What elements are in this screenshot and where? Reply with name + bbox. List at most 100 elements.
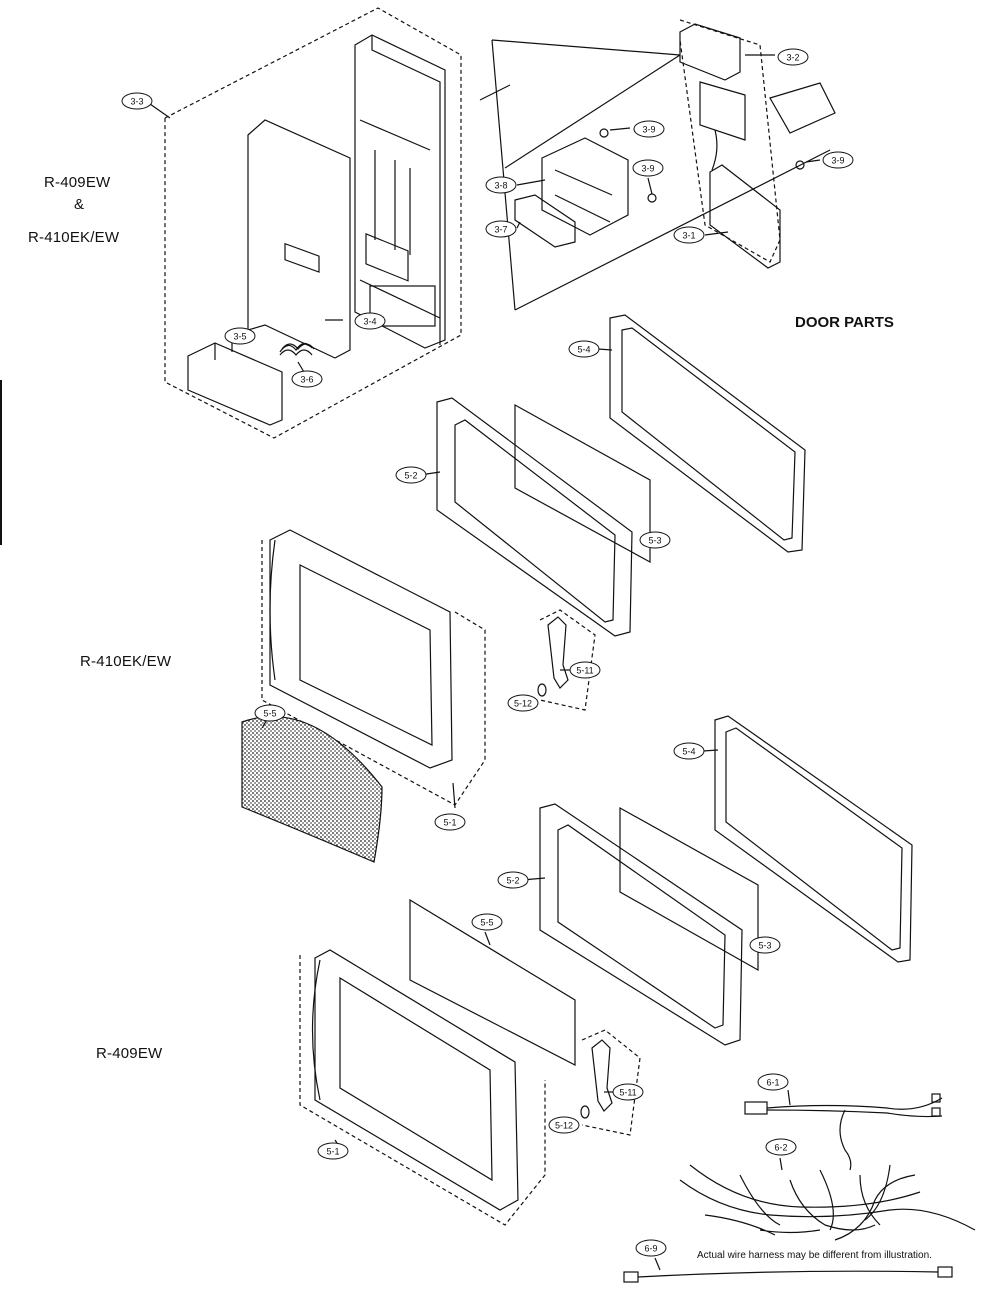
door-410-model-label: R-410EK/EW: [80, 653, 172, 670]
callout-5-1b: 5-1: [317, 1142, 349, 1160]
scan-edge-mark: [0, 380, 2, 545]
callout-3-3: 3-3: [121, 92, 153, 110]
control-model-label-1: R-409EW: [44, 174, 111, 191]
callout-6-1: 6-1: [757, 1073, 789, 1091]
lcd-panel: [699, 81, 746, 141]
choke-cover-410-inner: [621, 327, 796, 541]
choke-film-409: [409, 898, 576, 1066]
key-sheet: [247, 119, 351, 359]
leader-3-7: [516, 221, 521, 229]
callout-bubble: [822, 151, 854, 169]
callout-bubble: [471, 913, 503, 931]
harness-6-2-wire-e: [704, 1214, 821, 1236]
harness-6-2-wire-c: [739, 1174, 876, 1231]
callout-label: 5-11: [619, 1088, 636, 1098]
callout-label: 5-11: [576, 666, 593, 676]
callout-3-6: 3-6: [291, 370, 323, 388]
callout-label: 3-9: [831, 156, 844, 166]
callout-label: 5-2: [404, 471, 417, 481]
callout-label: 3-7: [494, 225, 507, 235]
leader-6-2: [779, 1157, 783, 1171]
control-unit-guide-2: [514, 149, 831, 311]
callout-label: 3-8: [494, 181, 507, 191]
callout-label: 3-4: [363, 317, 376, 327]
harness-6-9-connector-right: [937, 1266, 953, 1278]
harness-6-2-main: [679, 1179, 976, 1231]
callout-label: 5-12: [555, 1121, 573, 1131]
callout-6-9: 6-9: [635, 1239, 667, 1257]
control-pcb: [709, 164, 781, 269]
callout-3-4: 3-4: [354, 312, 386, 330]
callout-bubble: [485, 220, 517, 238]
callout-label: 6-1: [766, 1078, 779, 1088]
control-unit-guide-1: [491, 39, 516, 311]
callout-label: 3-1: [682, 231, 695, 241]
callout-bubble: [254, 704, 286, 722]
callout-5-3a: 5-3: [639, 531, 671, 549]
callout-bubble: [673, 226, 705, 244]
screw-b: [647, 193, 657, 203]
callout-bubble: [633, 120, 665, 138]
latch-409-dashed-outline: [581, 1029, 641, 1136]
callout-bubble: [635, 1239, 667, 1257]
control-unit-guide-3: [491, 39, 681, 56]
door-panel-409: [314, 949, 519, 1211]
callout-bubble: [434, 813, 466, 831]
door-panel-409-inner: [339, 976, 493, 1182]
callout-bubble: [497, 871, 529, 889]
callout-label: 5-4: [682, 747, 695, 757]
leader-3-9a: [609, 127, 631, 131]
callout-5-11b: 5-11: [612, 1083, 644, 1101]
leader-5-1a: [452, 782, 456, 809]
callout-label: 3-9: [642, 125, 655, 135]
control-panel-inner-edge: [359, 119, 431, 151]
flat-cable: [769, 82, 836, 134]
harness-6-2-wire-f: [834, 1174, 916, 1241]
door-release-opening: [369, 285, 436, 327]
control-panel-dashed-outline: [164, 7, 462, 439]
mounting-bracket: [541, 137, 629, 236]
callout-bubble: [569, 661, 601, 679]
latch-410-dashed-outline: [539, 609, 596, 711]
leader-3-3: [149, 103, 171, 119]
callout-5-2a: 5-2: [395, 466, 427, 484]
leader-3-8: [516, 179, 546, 186]
door-410-dashed-outline: [261, 540, 486, 806]
harness-6-1-connector: [744, 1101, 768, 1115]
callout-label: 3-9: [641, 164, 654, 174]
callout-3-9c: 3-9: [822, 151, 854, 169]
leader-5-5b: [484, 931, 491, 946]
callout-5-12b: 5-12: [548, 1116, 580, 1134]
callout-5-5b: 5-5: [471, 913, 503, 931]
door-panel-409-curve: [311, 959, 321, 1101]
leader-3-9b: [647, 177, 653, 195]
callout-5-11a: 5-11: [569, 661, 601, 679]
leader-6-1: [787, 1089, 791, 1106]
callout-bubble: [777, 48, 809, 66]
relay-board: [514, 194, 576, 248]
choke-film-410: [241, 715, 383, 863]
callout-bubble: [757, 1073, 789, 1091]
callout-label: 6-9: [644, 1244, 657, 1254]
callout-6-2: 6-2: [765, 1138, 797, 1156]
callout-label: 5-1: [443, 818, 456, 828]
leader-6-9: [654, 1257, 661, 1271]
door-409-model-label: R-409EW: [96, 1045, 163, 1062]
latch-spring-409: [580, 1105, 590, 1119]
callout-5-3b: 5-3: [749, 936, 781, 954]
callout-bubble: [291, 370, 323, 388]
callout-3-5: 3-5: [224, 327, 256, 345]
callout-5-4b: 5-4: [673, 742, 705, 760]
callout-label: 5-12: [514, 699, 532, 709]
door-panel-410-window: [299, 564, 433, 746]
harness-6-1-terminal-a: [931, 1093, 941, 1103]
harness-6-9-wire: [637, 1270, 939, 1278]
callout-bubble: [632, 159, 664, 177]
door-parts-heading: DOOR PARTS: [795, 314, 894, 331]
callout-label: 3-5: [233, 332, 246, 342]
choke-cover-409-inner: [725, 727, 903, 951]
callout-bubble: [568, 340, 600, 358]
control-unit-dashed-outline: [679, 19, 781, 263]
display-board: [679, 23, 741, 81]
leader-5-4a: [597, 348, 613, 351]
